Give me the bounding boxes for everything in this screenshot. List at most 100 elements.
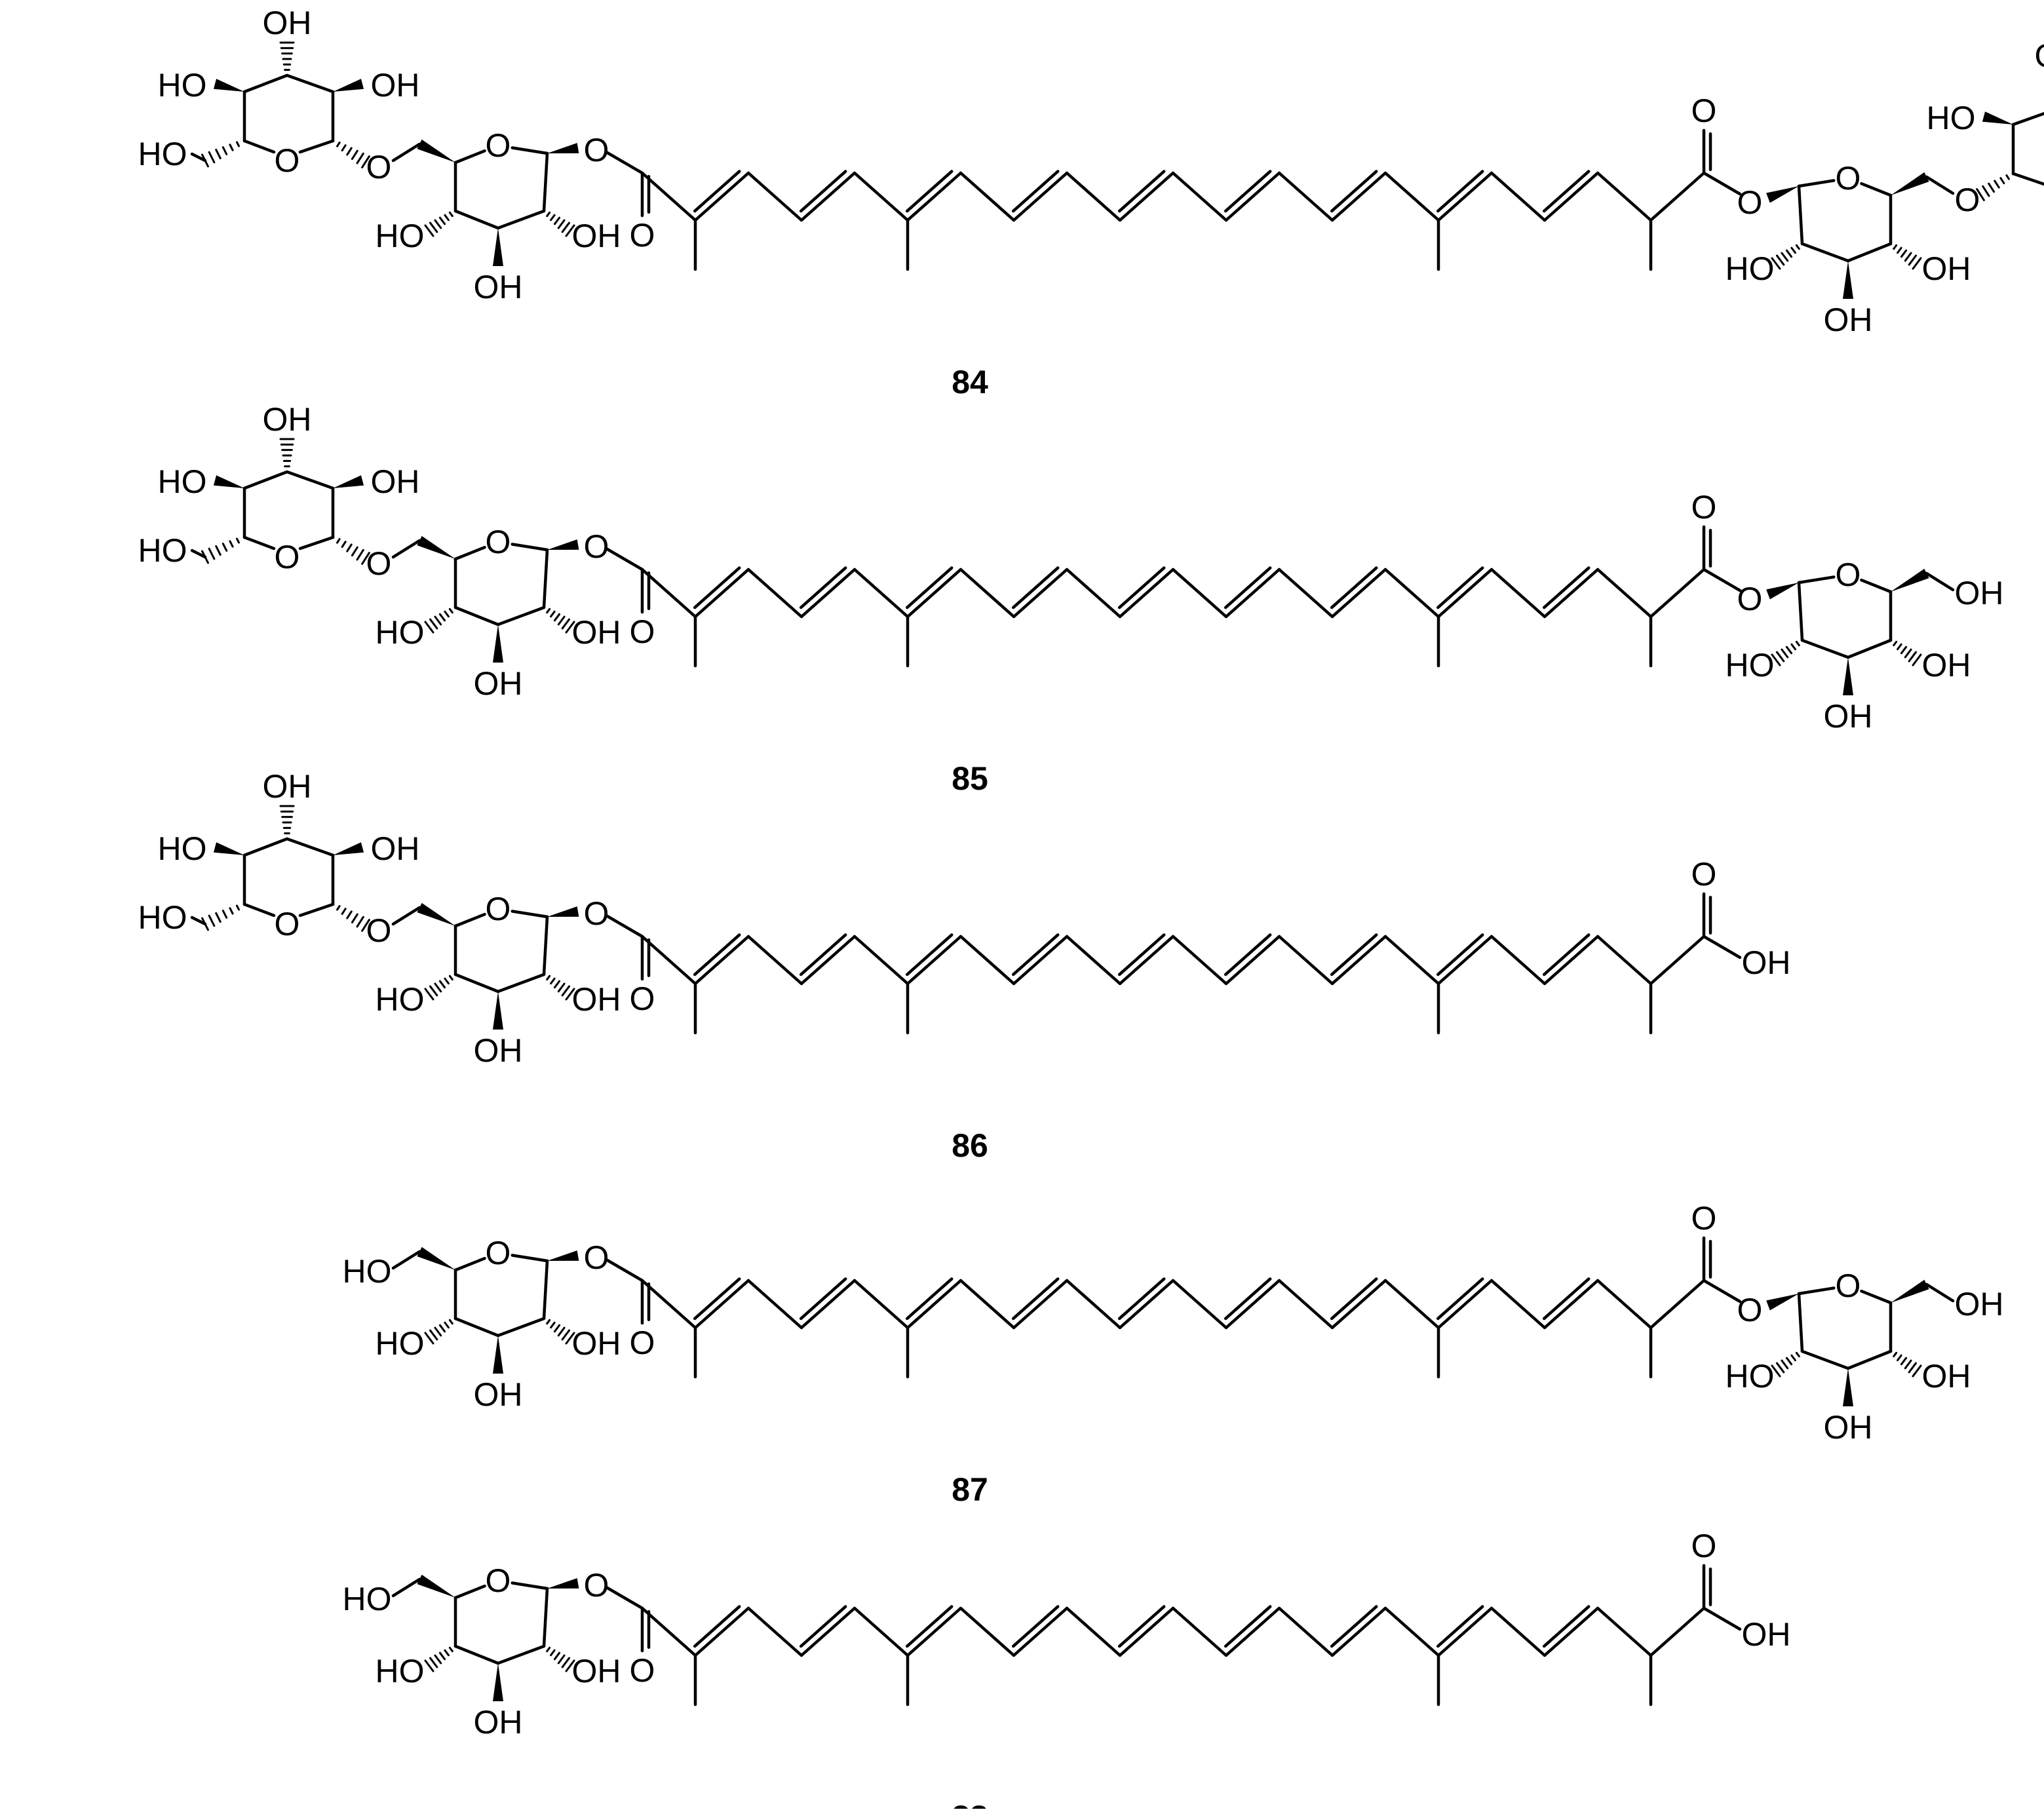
- bond: [606, 1260, 642, 1281]
- bond: [1279, 569, 1332, 617]
- hashed-bond: [1909, 1363, 1916, 1372]
- bond: [1014, 1281, 1067, 1328]
- hashed-bond: [1796, 642, 1799, 645]
- bond: [1799, 583, 1802, 640]
- hashed-bond: [1909, 652, 1916, 661]
- bond: [1492, 1281, 1545, 1328]
- bond: [1802, 1351, 1848, 1368]
- atom-label: OH: [474, 665, 523, 702]
- hashed-bond: [558, 220, 564, 228]
- hashed-bond: [562, 619, 569, 628]
- bond: [1704, 936, 1740, 957]
- hashed-bond: [1777, 652, 1783, 661]
- bond: [393, 908, 419, 924]
- bond: [498, 1646, 544, 1663]
- atom-label: OH: [2035, 37, 2044, 74]
- bond: [1226, 1608, 1279, 1655]
- atom-label: O: [486, 1562, 511, 1599]
- wedge-bond: [417, 536, 455, 559]
- hashed-bond: [1894, 245, 1897, 248]
- wedge-bond: [417, 1575, 455, 1598]
- atom-label: HO: [343, 1253, 392, 1290]
- bond: [1492, 936, 1545, 984]
- hashed-bond: [440, 1325, 444, 1332]
- double-bond: [1119, 172, 1164, 211]
- bond: [855, 936, 908, 984]
- wedge-bond: [1843, 261, 1853, 299]
- bond: [1598, 1281, 1651, 1328]
- bond: [1014, 1608, 1067, 1655]
- hashed-bond: [347, 545, 351, 551]
- bond: [1385, 936, 1438, 984]
- hashed-bond: [1898, 1355, 1902, 1360]
- double-bond: [907, 172, 952, 211]
- hashed-bond: [562, 1658, 569, 1667]
- atom-label: HO: [1726, 647, 1775, 684]
- atom-label: O: [275, 142, 300, 179]
- hashed-bond: [1782, 649, 1788, 657]
- atom-label: HO: [1927, 100, 1976, 136]
- hashed-bond: [1913, 655, 1921, 665]
- atom-label: HO: [376, 1653, 425, 1689]
- hashed-bond: [435, 984, 441, 992]
- hashed-bond: [430, 1330, 436, 1340]
- hashed-bond: [223, 147, 226, 155]
- double-bond: [1544, 568, 1589, 607]
- hashed-bond: [1782, 1360, 1788, 1368]
- bond: [455, 1319, 498, 1336]
- bond: [1014, 569, 1067, 617]
- bond: [695, 173, 748, 220]
- bond: [695, 936, 748, 984]
- hashed-bond: [352, 151, 357, 159]
- double-bond: [907, 1607, 952, 1646]
- bond: [1173, 173, 1226, 220]
- bond: [1651, 173, 1704, 220]
- hashed-bond: [357, 917, 363, 927]
- hashed-bond: [445, 215, 449, 220]
- bond: [498, 1319, 544, 1336]
- bond: [1927, 1284, 1953, 1301]
- hashed-bond: [357, 153, 363, 163]
- double-bond: [1438, 935, 1482, 974]
- bond: [1598, 936, 1651, 984]
- atom-label: OH: [1955, 1286, 2004, 1322]
- bond: [1651, 1281, 1704, 1328]
- hashed-bond: [425, 1661, 433, 1671]
- bond: [695, 1608, 748, 1655]
- double-bond: [1332, 935, 1376, 974]
- bond: [1438, 936, 1492, 984]
- double-bond: [1544, 1607, 1589, 1646]
- hashed-bond: [2001, 178, 2004, 183]
- bond: [498, 607, 544, 625]
- atom-label: OH: [572, 1653, 621, 1689]
- wedge-bond: [547, 1250, 579, 1261]
- double-bond: [695, 1607, 739, 1646]
- hashed-bond: [337, 539, 340, 543]
- compound-88: OOOHOOOHOHHOHO88: [343, 1528, 1791, 1809]
- bond: [855, 1608, 908, 1655]
- hashed-bond: [440, 614, 444, 621]
- atom-label: HO: [343, 1581, 392, 1617]
- bond: [1226, 173, 1279, 220]
- bond: [1704, 1281, 1740, 1301]
- bond: [393, 1579, 419, 1596]
- hashed-bond: [1796, 1353, 1799, 1356]
- atom-label: O: [1955, 182, 1980, 218]
- wedge-bond: [1766, 186, 1799, 202]
- wedge-bond: [493, 992, 503, 1030]
- hashed-bond: [450, 1320, 452, 1323]
- bond: [1067, 1608, 1120, 1655]
- double-bond: [801, 1279, 845, 1319]
- bond: [1802, 640, 1848, 657]
- bond: [1332, 1608, 1385, 1655]
- hashed-bond: [352, 547, 357, 555]
- bond: [1332, 936, 1385, 984]
- atom-label: O: [584, 528, 609, 565]
- bond: [1704, 173, 1740, 194]
- double-bond: [1438, 1279, 1482, 1319]
- atom-label: O: [1691, 856, 1717, 893]
- bond: [1014, 173, 1067, 220]
- bond: [455, 547, 485, 559]
- hashed-bond: [450, 976, 452, 979]
- atom-label: O: [486, 524, 511, 560]
